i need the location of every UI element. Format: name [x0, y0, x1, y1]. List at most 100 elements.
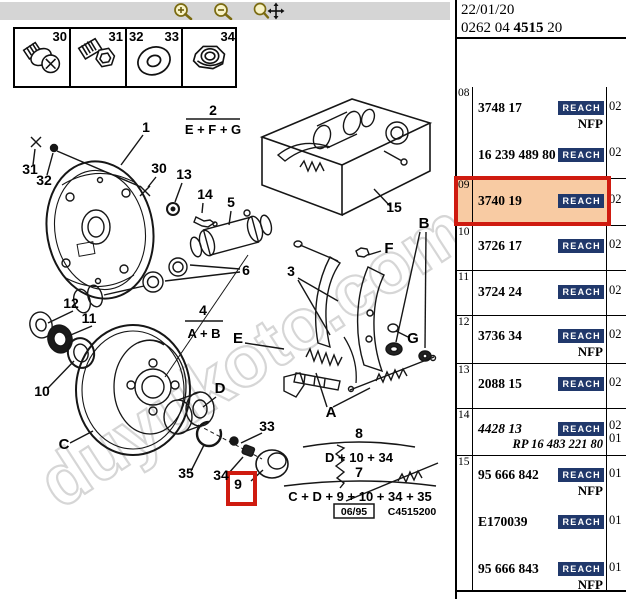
callout-5: 5 [227, 194, 235, 210]
table-row[interactable]: 14 4428 13 REACH RP 16 483 221 80 02 01 [457, 409, 626, 456]
row-qty: 02 [607, 364, 626, 408]
zoom-in-icon[interactable] [172, 2, 198, 20]
fastener-label: 31 [108, 29, 123, 44]
repair-kit-box-drawing [259, 98, 433, 217]
doc-ref-prefix: 0262 04 [461, 20, 514, 36]
doc-ref-bold: 4515 [513, 20, 544, 36]
row-qty: 02 [607, 271, 626, 315]
qty-value: 01 [609, 513, 622, 527]
part-number: 95 666 843 [478, 560, 539, 576]
document-date: 22/01/20 [461, 2, 515, 18]
reach-badge[interactable]: REACH [558, 514, 604, 529]
reach-badge[interactable]: REACH [558, 376, 604, 391]
zoom-pan-icon[interactable] [252, 2, 286, 20]
fastener-cell-30: 30 [15, 29, 71, 86]
part-number: 2088 15 [478, 375, 522, 391]
row-ref: 11 [457, 271, 473, 315]
fastener-legend-box: 30 31 32 33 [13, 27, 237, 88]
hex-bolt-icon [77, 37, 116, 68]
qty-value: 02 [609, 145, 622, 159]
callout-14: 14 [197, 186, 213, 202]
callout-13: 13 [176, 166, 192, 182]
torx-screw-icon [22, 41, 61, 74]
qty-value: 02 [609, 283, 622, 297]
wheel-cylinder-drawing [189, 209, 273, 258]
reach-badge[interactable]: REACH [558, 421, 604, 436]
part-number: 4428 13 [478, 420, 522, 436]
callout-6: 6 [242, 262, 250, 278]
diagram-date-code: 06/95 [341, 506, 367, 518]
exploded-parts-diagram: duyukoto.com [22, 98, 455, 525]
callout-F: F [384, 240, 393, 257]
hub-seals-drawing [29, 311, 96, 369]
reach-badge[interactable]: REACH [558, 100, 604, 115]
highlight-box-item-9 [226, 471, 257, 506]
qty-value: 02 [609, 375, 622, 389]
brake-shoes-drawing [283, 240, 432, 398]
row-ref: 09 [457, 179, 473, 225]
reach-badge[interactable]: REACH [558, 147, 604, 162]
fraction-4-num: 4 [199, 302, 207, 318]
part-number: 3736 34 [478, 327, 522, 343]
fastener-label: 34 [220, 29, 235, 44]
fraction-8-den: D + 10 + 34 [325, 450, 394, 465]
qty-value: 01 [609, 466, 622, 480]
row-ref: 13 [457, 364, 473, 408]
qty-value: 02 [609, 418, 622, 432]
fraction-7-den: C + D + 9 + 10 + 34 + 35 [288, 489, 431, 504]
diagram-linework [29, 98, 439, 519]
qty-value: 01 [609, 560, 622, 574]
callout-31: 31 [22, 161, 38, 177]
part-note: NFP [577, 344, 603, 359]
document-reference: 0262 04 4515 20 [461, 19, 626, 37]
circlip-drawing [195, 420, 223, 448]
row-qty: 02 [607, 226, 626, 270]
callout-G: G [407, 330, 419, 347]
flange-nut-icon [192, 45, 226, 70]
reach-badge[interactable]: REACH [558, 561, 604, 576]
row-main: 4428 13 REACH RP 16 483 221 80 [473, 409, 607, 455]
row-ref: 14 [457, 409, 473, 455]
backing-plate-drawing [45, 160, 155, 300]
reach-badge[interactable]: REACH [558, 284, 604, 299]
diagram-callouts: 1 2 E + F + G 31 32 30 13 14 5 15 6 3 B … [22, 102, 436, 518]
part-number: 3724 24 [478, 283, 522, 299]
callout-12: 12 [63, 295, 79, 311]
part-note: NFP [577, 577, 603, 590]
row-ref: 15 [457, 456, 473, 590]
qty-value: 02 [609, 237, 622, 251]
callout-C: C [59, 436, 70, 453]
callout-A: A [326, 404, 337, 421]
replacement-part-number: RP 16 483 221 80 [512, 437, 603, 451]
fraction-8-num: 8 [355, 425, 363, 441]
qty-value: 02 [609, 99, 622, 113]
row-main: 3736 34 REACH NFP [473, 316, 607, 363]
reach-badge[interactable]: REACH [558, 238, 604, 253]
reach-badge[interactable]: REACH [558, 467, 604, 482]
drawing-number: C4515200 [388, 506, 437, 518]
callout-15: 15 [386, 199, 402, 215]
qty-value: 01 [609, 431, 622, 445]
row-ref: 10 [457, 226, 473, 270]
table-row[interactable]: 13 2088 15 REACH 02 [457, 364, 626, 409]
reach-badge[interactable]: REACH [558, 328, 604, 343]
reach-badge[interactable]: REACH [558, 193, 604, 208]
table-row[interactable]: 11 3724 24 REACH 02 [457, 271, 626, 316]
fastener-label: 32 [129, 29, 144, 44]
callout-34: 34 [213, 467, 229, 483]
part-number: 16 239 489 80 [478, 146, 556, 162]
zoom-out-icon[interactable] [212, 2, 238, 20]
row-main: 2088 15 REACH [473, 364, 607, 408]
row-main: 3724 24 REACH [473, 271, 607, 315]
header-spacer [457, 39, 626, 87]
fraction-2-num: 2 [209, 102, 217, 118]
row-qty: 02 01 [607, 409, 626, 455]
